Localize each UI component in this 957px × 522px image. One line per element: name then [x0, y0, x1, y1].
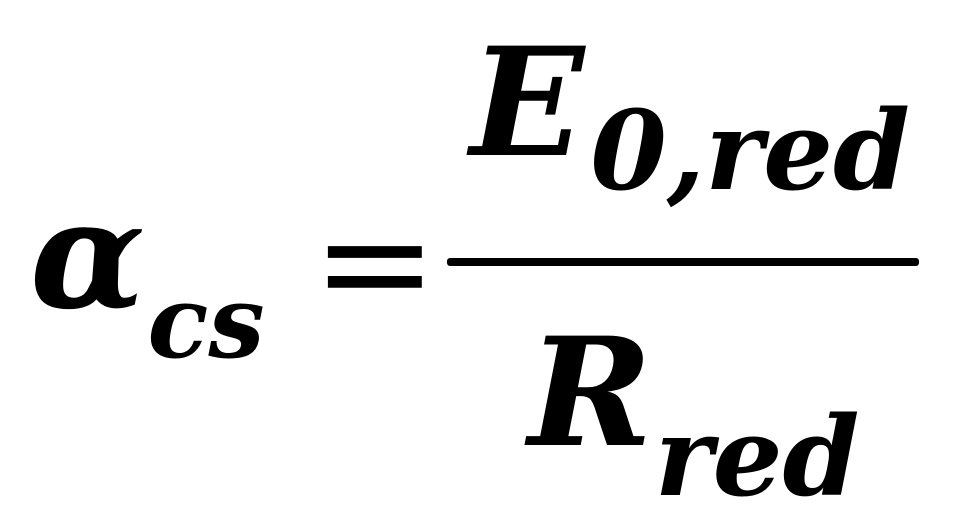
numerator-subscript: 0,red [590, 86, 911, 215]
equals-sign: = [312, 176, 438, 350]
fraction-numerator: E0,red [470, 15, 910, 206]
alpha-subscript: cs [147, 263, 265, 381]
numerator-symbol: E [470, 15, 585, 191]
fraction-bar [447, 258, 919, 266]
denominator-symbol: R [528, 305, 653, 481]
fraction-denominator: Rred [528, 305, 860, 512]
formula-lhs: αcs [30, 167, 265, 372]
denominator-subscript: red [654, 392, 860, 521]
alpha-symbol: α [30, 167, 146, 343]
